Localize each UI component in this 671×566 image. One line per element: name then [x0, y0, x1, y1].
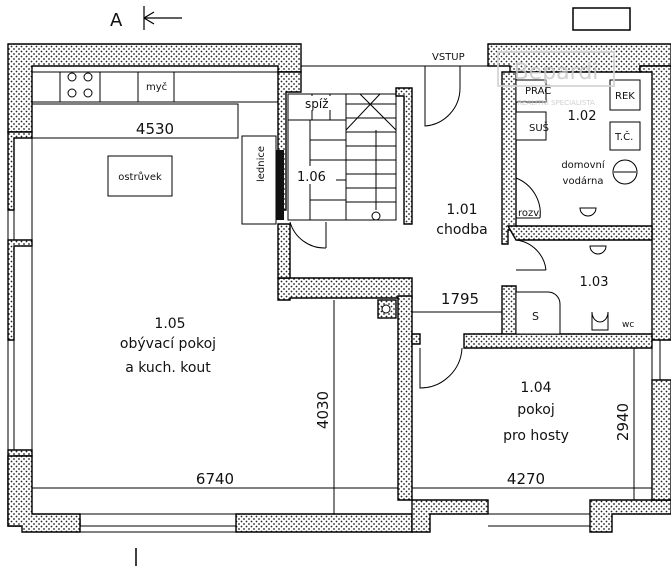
room-105-name-2: a kuch. kout [125, 360, 211, 376]
dishwasher-label: myč [146, 81, 167, 93]
watermark-tagline: REALITNÍ SPECIALISTA [517, 98, 595, 107]
cooktop-icon [67, 72, 93, 98]
room-102-number: 1.02 [568, 109, 597, 124]
room-106-number: 1.06 [297, 170, 326, 185]
section-marker: A [110, 6, 182, 31]
toilet-icon [591, 311, 609, 331]
room-101-number: 1.01 [446, 202, 477, 218]
room-101-name: chodba [436, 222, 488, 238]
fridge-door [276, 150, 284, 220]
dim-guest-width: 4270 [507, 470, 545, 488]
boiler-label-1: domovní [561, 159, 606, 171]
kitchen-counter [31, 71, 279, 103]
shower-label: S [532, 310, 539, 323]
bathroom-door[interactable] [515, 239, 547, 271]
rack-label: REK [615, 91, 635, 102]
distribution-label: rozv. [518, 208, 542, 219]
room-104-number: 1.04 [520, 380, 551, 396]
room-103-number: 1.03 [580, 275, 609, 290]
dim-kitchen-width: 4530 [136, 120, 174, 138]
shower-tray [515, 291, 561, 335]
entrance-label: VSTUP [432, 52, 465, 63]
entrance-door[interactable] [301, 65, 488, 127]
pantry-label: spíž [305, 97, 329, 111]
dim-living-width: 6740 [196, 470, 234, 488]
section-marker-label: A [110, 10, 123, 31]
boiler-label-2: vodárna [563, 175, 604, 187]
staircase [287, 93, 397, 221]
pantry-door[interactable] [289, 221, 327, 249]
dryer-label: SUŠ [529, 121, 549, 134]
dim-guest-depth: 2940 [614, 403, 632, 441]
north-box [572, 7, 631, 31]
stair-start-marker [371, 211, 381, 221]
dim-living-depth: 4030 [314, 391, 332, 429]
dim-hall-width: 1795 [441, 290, 479, 308]
laundry-label: PRAČ [525, 84, 551, 97]
room-104-name-1: pokoj [517, 402, 555, 418]
room-105-name-1: obývací pokoj [120, 336, 216, 352]
water-tank-icon [612, 159, 638, 185]
fridge-label: lednice [256, 146, 267, 182]
island [107, 155, 173, 197]
dryer-box [515, 111, 547, 141]
island-label: ostrůvek [118, 171, 162, 183]
watermark-brand: Bepardi [514, 60, 599, 85]
washbasin-icon [589, 245, 607, 255]
boiler-box [609, 121, 641, 151]
room-104-name-2: pro hosty [503, 428, 569, 444]
exterior-walls [7, 43, 671, 533]
toilet-label: wc [622, 320, 634, 330]
room-105-number: 1.05 [154, 316, 185, 332]
guest-room-door[interactable] [419, 347, 463, 389]
sink-icon [579, 207, 597, 217]
watermark: Bepardi REALITNÍ SPECIALISTA [497, 51, 615, 107]
boiler-short-label: T.Č. [614, 130, 633, 143]
utility-door[interactable] [515, 177, 541, 219]
